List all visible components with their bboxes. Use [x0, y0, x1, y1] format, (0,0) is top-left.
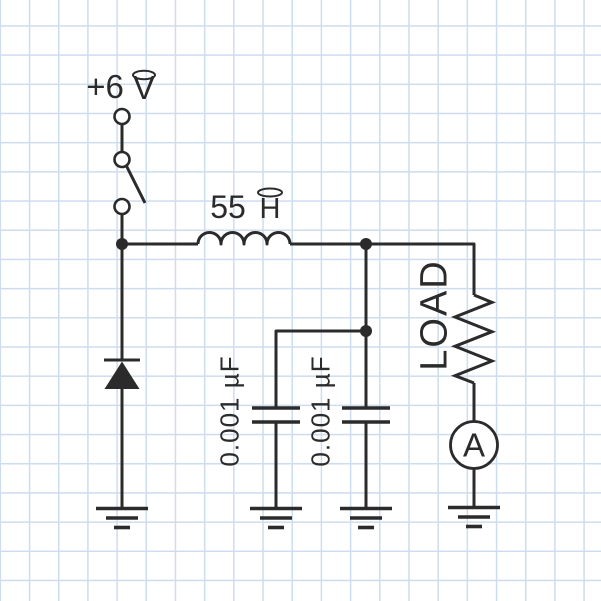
load-resistor — [450, 293, 497, 385]
ammeter-label: A — [463, 427, 485, 464]
diode-triangle-icon — [104, 361, 140, 389]
switch-terminal-top — [113, 107, 131, 126]
ground-diode — [96, 506, 148, 530]
supply-unit-halo-decoration — [132, 69, 156, 81]
diode — [104, 358, 140, 389]
ground-cap2 — [340, 506, 392, 530]
wires — [120, 214, 476, 508]
ammeter-circle — [449, 420, 499, 470]
wire-inductor-to-load — [290, 242, 476, 295]
supply-unit-label: V — [133, 69, 155, 106]
load-label: LOAD — [414, 259, 456, 370]
labels: +6 V 55 H 0.001 µF 0.001 µF LOAD — [86, 68, 455, 467]
junction-dots — [116, 238, 372, 337]
capacitor-2 — [342, 406, 390, 424]
inductor-value-label: 55 — [210, 189, 246, 225]
switch-terminal-bottom — [113, 197, 131, 216]
inductor-unit-halo-decoration — [257, 187, 283, 198]
ground-cap1 — [250, 506, 302, 530]
wire-branch-to-cap1 — [274, 329, 366, 408]
capacitor-2-value-label: 0.001 µF — [306, 355, 336, 466]
ground-ammeter — [448, 505, 500, 529]
inductor-unit-label: H — [260, 193, 281, 225]
capacitor-1 — [252, 406, 300, 424]
junction-dot-center-top — [360, 238, 372, 250]
switch-terminal-middle — [113, 150, 131, 169]
inductor — [196, 231, 292, 246]
capacitor-1-value-label: 0.001 µF — [215, 355, 245, 466]
switch-blade — [125, 165, 147, 204]
junction-dot-center-mid — [360, 325, 372, 337]
junction-dot-left — [116, 238, 128, 250]
resistor-zigzag-icon — [450, 293, 497, 385]
switch — [113, 107, 147, 216]
inductor-coil-icon — [196, 231, 292, 246]
ammeter: A — [449, 420, 499, 470]
supply-value-label: +6 — [86, 68, 124, 105]
